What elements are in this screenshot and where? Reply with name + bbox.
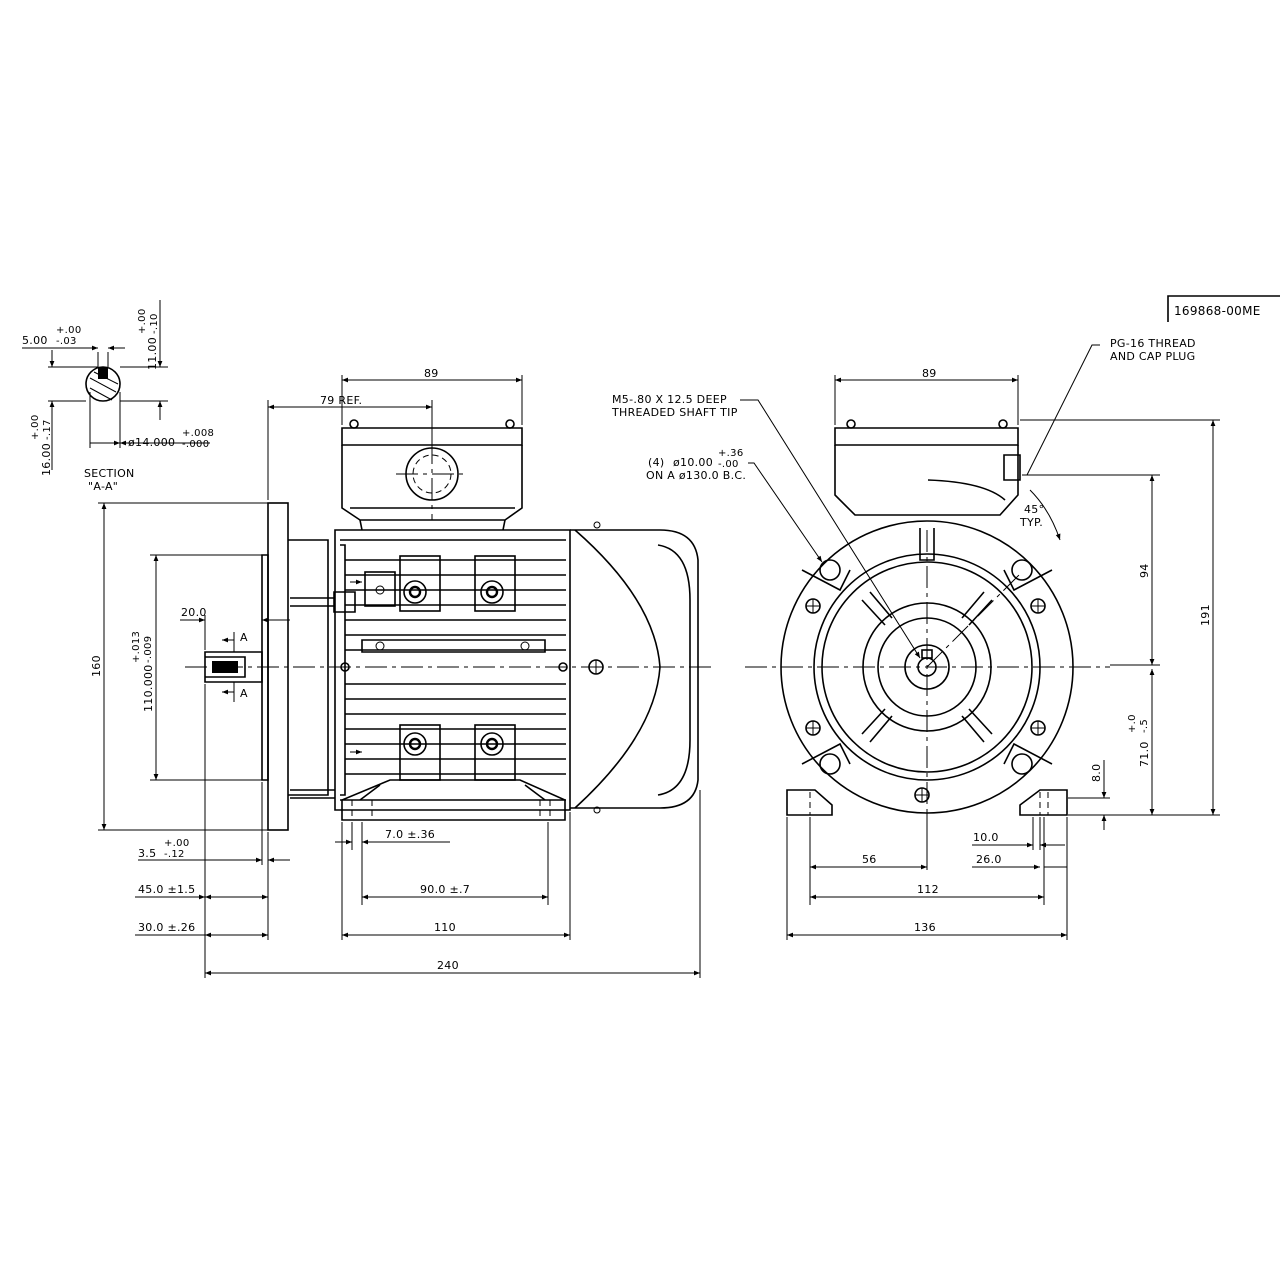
end-view-dimensions: 89 PG-16 THREAD AND CAP PLUG M5-.80 X 12… bbox=[611, 337, 1220, 940]
cooling-fins bbox=[345, 559, 566, 775]
section-mark-bottom: A bbox=[240, 687, 248, 700]
mounting-brackets bbox=[333, 555, 516, 781]
holes-note-line2: ON A ø130.0 B.C. bbox=[646, 469, 746, 482]
end-box-width: 89 bbox=[922, 367, 937, 380]
key-height-tol-upper: +.00 bbox=[137, 309, 148, 334]
flange-thk-tol-upper: +.00 bbox=[164, 838, 189, 849]
thread-note-line2: AND CAP PLUG bbox=[1110, 350, 1195, 363]
foot-hole-spacing-dim: 90.0 ±.7 bbox=[420, 883, 470, 896]
pilot-dia-tol-lower: -.009 bbox=[143, 636, 154, 663]
holes-note-tol-lower: -.00 bbox=[718, 459, 739, 470]
side-view-dimensions: 89 79 REF. 160 110.000 +.013 -.009 20.0 … bbox=[90, 367, 701, 978]
frame-body bbox=[334, 529, 571, 811]
shaft-dia-tol-upper: +.008 bbox=[182, 428, 214, 439]
key-width-value: 5.00 bbox=[22, 334, 48, 347]
foot-width-dim: 26.0 bbox=[976, 853, 1002, 866]
pilot-dia-value: 110.000 bbox=[142, 664, 155, 712]
shaft-height-value: 71.0 bbox=[1138, 741, 1151, 767]
shaft-tip-note-line1: M5-.80 X 12.5 DEEP bbox=[612, 393, 727, 406]
shaft-key bbox=[212, 661, 238, 673]
side-view: A A bbox=[185, 406, 712, 831]
shaft-depth-value: 16.00 bbox=[40, 443, 53, 476]
flange-thk-tol-lower: -.12 bbox=[164, 849, 185, 860]
pilot-dia-tol-upper: +.013 bbox=[131, 631, 142, 663]
half-hole-spacing-dim: 56 bbox=[862, 853, 877, 866]
section-name: "A-A" bbox=[88, 480, 118, 493]
foot-thk-dim: 8.0 bbox=[1090, 764, 1103, 782]
key-height-tol-lower: -.10 bbox=[149, 313, 160, 334]
key-width-tol-upper: +.00 bbox=[56, 325, 81, 336]
shaft-depth-tol-upper: +.00 bbox=[30, 415, 41, 440]
angle-value: 45° bbox=[1024, 503, 1044, 516]
shaft-tip-note-line2: THREADED SHAFT TIP bbox=[611, 406, 738, 419]
section-a-a: 5.00 +.00 -.03 11.00 +.00 -.10 16.00 +.0… bbox=[22, 300, 214, 493]
flange-thk-value: 3.5 bbox=[138, 847, 156, 860]
shaft-ext-dim: 45.0 ±1.5 bbox=[138, 883, 195, 896]
end-shaft bbox=[904, 644, 950, 690]
end-box-lid bbox=[834, 427, 1019, 446]
key-section bbox=[98, 367, 108, 379]
overall-height-dim: 191 bbox=[1199, 604, 1212, 626]
shaft bbox=[204, 651, 263, 683]
shaft-height-tol-lower: -.5 bbox=[1139, 719, 1150, 733]
shaft-dia-value: ø14.000 bbox=[128, 436, 175, 449]
flange-holes bbox=[819, 559, 1033, 775]
side-box-width: 89 bbox=[424, 367, 439, 380]
holes-note-tol-upper: +.36 bbox=[718, 448, 743, 459]
foot-slot-width-dim: 10.0 bbox=[973, 831, 999, 844]
drawing-number: 169868-00ME bbox=[1174, 304, 1261, 318]
key-width-tol-lower: -.03 bbox=[56, 336, 77, 347]
frame-length-dim: 110 bbox=[434, 921, 456, 934]
shaft-length-dim: 20.0 bbox=[181, 606, 207, 619]
section-title: SECTION bbox=[84, 467, 135, 480]
holes-note-value: ø10.00 bbox=[673, 456, 713, 469]
flange-height-dim: 160 bbox=[90, 655, 103, 677]
section-mark-top: A bbox=[240, 631, 248, 644]
thread-note-line1: PG-16 THREAD bbox=[1110, 337, 1196, 350]
foot bbox=[341, 779, 566, 821]
flange-offset-dim: 30.0 ±.26 bbox=[138, 921, 195, 934]
fan-cover bbox=[570, 529, 699, 809]
key-height-value: 11.00 bbox=[146, 337, 159, 370]
cross-screws bbox=[805, 598, 1046, 803]
drawing-number-box: 169868-00ME bbox=[1167, 295, 1280, 322]
shaft-dia-tol-lower: -.000 bbox=[182, 439, 209, 450]
end-view bbox=[745, 419, 1110, 816]
shaft-height-tol-upper: +.0 bbox=[1127, 714, 1138, 733]
overall-width-dim: 136 bbox=[914, 921, 936, 934]
shaft-depth-tol-lower: -.17 bbox=[42, 419, 53, 440]
hole-spacing-dim: 112 bbox=[917, 883, 939, 896]
angle-typ: TYP. bbox=[1019, 516, 1043, 529]
overall-length-dim: 240 bbox=[437, 959, 459, 972]
foot-slot-dim: 7.0 ±.36 bbox=[385, 828, 435, 841]
end-feet bbox=[786, 789, 1068, 816]
box-height-dim: 94 bbox=[1138, 563, 1151, 578]
box-ref-dim: 79 REF. bbox=[320, 394, 362, 407]
holes-note-prefix: (4) bbox=[648, 456, 664, 469]
